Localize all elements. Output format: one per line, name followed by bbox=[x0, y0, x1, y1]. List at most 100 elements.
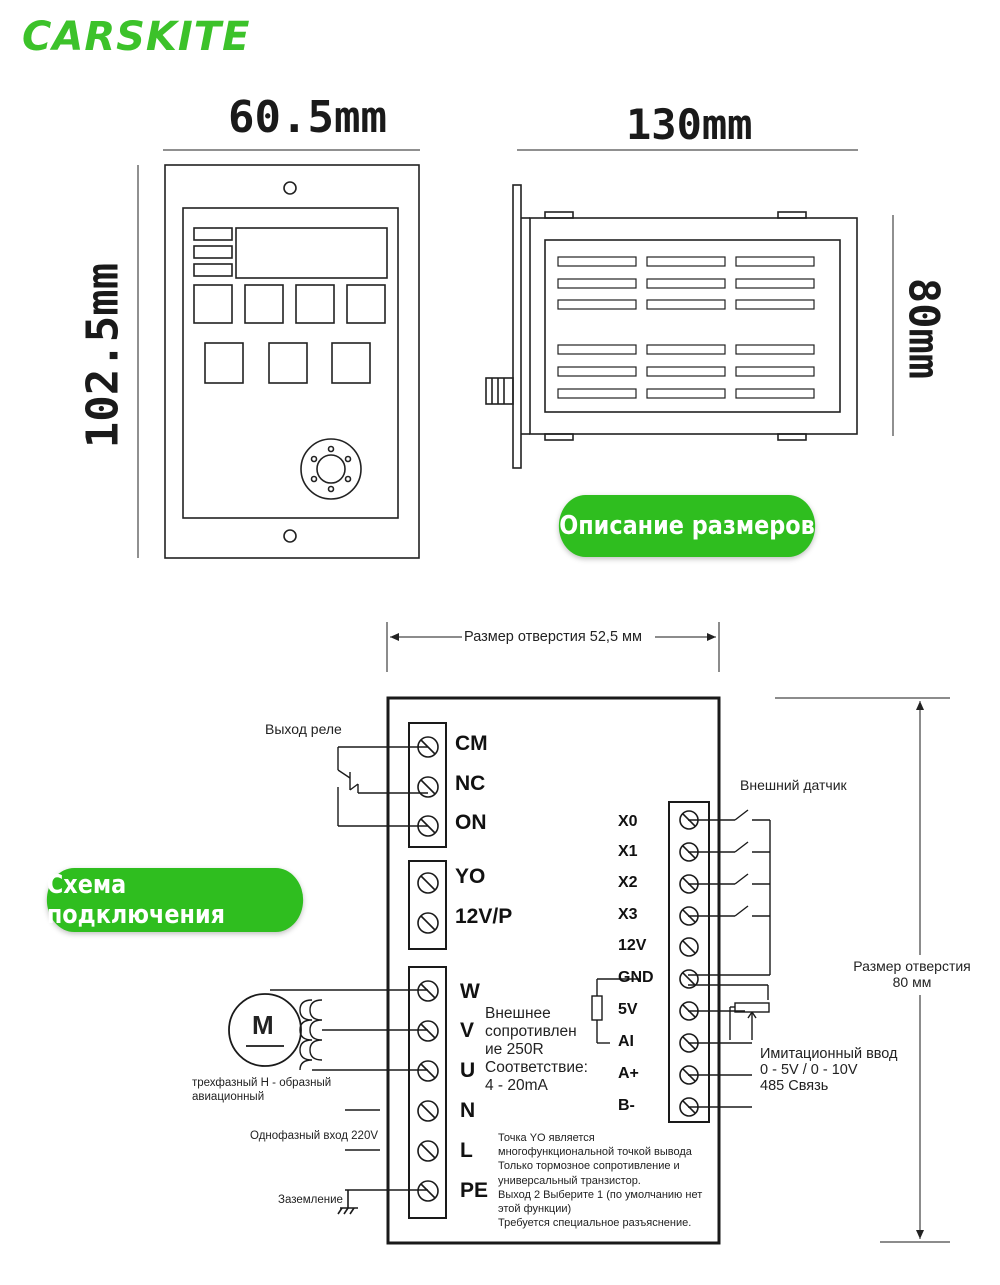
terminal-label-yo: YO bbox=[455, 865, 486, 888]
button-4 bbox=[346, 284, 386, 324]
hole-width-label: Размер отверстия 52,5 мм bbox=[464, 629, 642, 645]
terminal-label-cm: CM bbox=[455, 732, 488, 755]
terminal-label-l: L bbox=[460, 1139, 473, 1162]
terminal-label-x3: X3 bbox=[618, 906, 638, 923]
terminal-label-12v: 12V bbox=[618, 937, 647, 954]
hole-height-label: Размер отверстия 80 мм bbox=[842, 958, 982, 990]
knob-inner bbox=[316, 454, 346, 484]
yo-note-line: Требуется специальное разъяснение. bbox=[498, 1217, 692, 1230]
screw-terminal bbox=[417, 1100, 439, 1122]
screw-terminal bbox=[679, 937, 699, 957]
button-7 bbox=[331, 342, 371, 384]
screw-terminal bbox=[417, 776, 439, 798]
indicator-3 bbox=[193, 263, 233, 277]
front-panel bbox=[182, 207, 399, 519]
terminal-label-on: ON bbox=[455, 811, 487, 834]
terminal-block-power bbox=[408, 966, 447, 1219]
terminal-block-relay bbox=[408, 722, 447, 848]
wiring-diagram bbox=[386, 622, 950, 1245]
motor-desc: трехфазный H - образный авиационный bbox=[192, 1076, 331, 1104]
terminal-label-5v: 5V bbox=[618, 1001, 638, 1018]
motor-letter: M bbox=[252, 1010, 274, 1040]
dimensions-title: Описание размеров bbox=[559, 511, 815, 541]
yo-note-line: Только тормозное сопротивление и bbox=[498, 1160, 680, 1173]
terminal-label-x2: X2 bbox=[618, 874, 638, 891]
terminal-label-x1: X1 bbox=[618, 843, 638, 860]
wiring-title: Схема подключения bbox=[46, 870, 226, 930]
motor-desc-line1: трехфазный H - образный bbox=[192, 1077, 332, 1089]
resistor-note-line: 4 - 20mA bbox=[485, 1077, 548, 1094]
vent-area bbox=[544, 239, 841, 413]
indicator-1 bbox=[193, 227, 233, 241]
controller-enclosure bbox=[386, 696, 721, 1245]
knob-outer bbox=[300, 438, 362, 500]
button-1 bbox=[193, 284, 233, 324]
screw-terminal bbox=[417, 1140, 439, 1162]
ground-label: Заземление bbox=[278, 1194, 343, 1206]
yo-note: Точка YO является многофункциональной то… bbox=[498, 1131, 702, 1230]
vent-slots bbox=[557, 256, 815, 399]
side-view bbox=[485, 149, 894, 469]
mount-hole-top bbox=[283, 181, 297, 195]
yo-note-line: Точка YO является bbox=[498, 1132, 595, 1144]
button-2 bbox=[244, 284, 284, 324]
yo-note-line: этой функции) bbox=[498, 1203, 572, 1216]
analog-input-label: Имитационный ввод 0 - 5V / 0 - 10V 485 С… bbox=[760, 1046, 898, 1094]
analog-line3: 485 Связь bbox=[760, 1078, 829, 1094]
terminal-label-nc: NC bbox=[455, 772, 486, 795]
external-sensor-label: Внешний датчик bbox=[740, 777, 847, 793]
terminal-label-12vp: 12V/P bbox=[455, 905, 513, 928]
button-5 bbox=[204, 342, 244, 384]
screw-terminal bbox=[417, 872, 439, 894]
side-knob bbox=[485, 377, 514, 405]
terminal-label-pe: PE bbox=[460, 1179, 489, 1202]
analog-line1: Имитационный ввод bbox=[760, 1046, 898, 1062]
motor-desc-line2: авиационный bbox=[192, 1091, 265, 1103]
power-wires bbox=[337, 1109, 428, 1215]
side-depth-label: 130mm bbox=[626, 100, 753, 149]
wiring-title-badge: Схема подключения bbox=[46, 868, 304, 932]
screw-terminal bbox=[417, 1180, 439, 1202]
sensor-switches bbox=[688, 809, 771, 1108]
terminal-label-a-plus: A+ bbox=[618, 1065, 639, 1082]
button-6 bbox=[268, 342, 308, 384]
display bbox=[235, 227, 388, 279]
analog-line2: 0 - 5V / 0 - 10V bbox=[760, 1062, 858, 1078]
yo-note-line: Выход 2 Выберите 1 (по умолчанию нет bbox=[498, 1188, 703, 1201]
yo-note-line: многофункциональной точкой вывода bbox=[498, 1146, 692, 1159]
single-phase-label: Однофазный вход 220V bbox=[250, 1130, 379, 1142]
terminal-label-n: N bbox=[460, 1099, 476, 1122]
terminal-label-w: W bbox=[460, 980, 480, 1003]
terminal-label-ai: AI bbox=[618, 1033, 634, 1050]
terminal-block-signal bbox=[668, 801, 710, 1123]
front-frame bbox=[164, 164, 420, 559]
terminal-label-b-minus: B- bbox=[618, 1097, 635, 1114]
side-body bbox=[529, 217, 858, 435]
terminal-label-v: V bbox=[460, 1019, 475, 1042]
indicator-2 bbox=[193, 245, 233, 259]
relay-wiring bbox=[337, 746, 428, 827]
button-3 bbox=[295, 284, 335, 324]
terminal-label-x0: X0 bbox=[618, 813, 638, 830]
mount-hole-bottom bbox=[283, 529, 297, 543]
terminal-block-yo bbox=[408, 860, 447, 950]
front-view bbox=[137, 149, 420, 559]
side-bezel bbox=[512, 184, 522, 469]
front-height-label: 102.5mm bbox=[77, 262, 129, 449]
resistor-note-line: сопротивлен bbox=[485, 1023, 577, 1040]
dimensions-title-badge: Описание размеров bbox=[558, 495, 816, 557]
resistor-note-line: Соответствие: bbox=[485, 1059, 588, 1076]
side-height-label: 80mm bbox=[899, 277, 949, 380]
screw-terminal bbox=[417, 912, 439, 934]
hole-height-line1: Размер отверстия bbox=[853, 958, 971, 974]
resistor-note-line: ие 250R bbox=[485, 1041, 544, 1058]
front-width-label: 60.5mm bbox=[228, 92, 387, 143]
screw-terminal bbox=[417, 1060, 439, 1082]
brand-logo: CARSKITE bbox=[22, 14, 251, 60]
resistor-note: Внешнее сопротивлен ие 250R Соответствие… bbox=[485, 1005, 588, 1095]
terminal-label-gnd: GND bbox=[618, 969, 654, 986]
terminal-label-u: U bbox=[460, 1059, 476, 1082]
hole-height-line2: 80 мм bbox=[892, 974, 932, 990]
screw-terminal bbox=[417, 1020, 439, 1042]
